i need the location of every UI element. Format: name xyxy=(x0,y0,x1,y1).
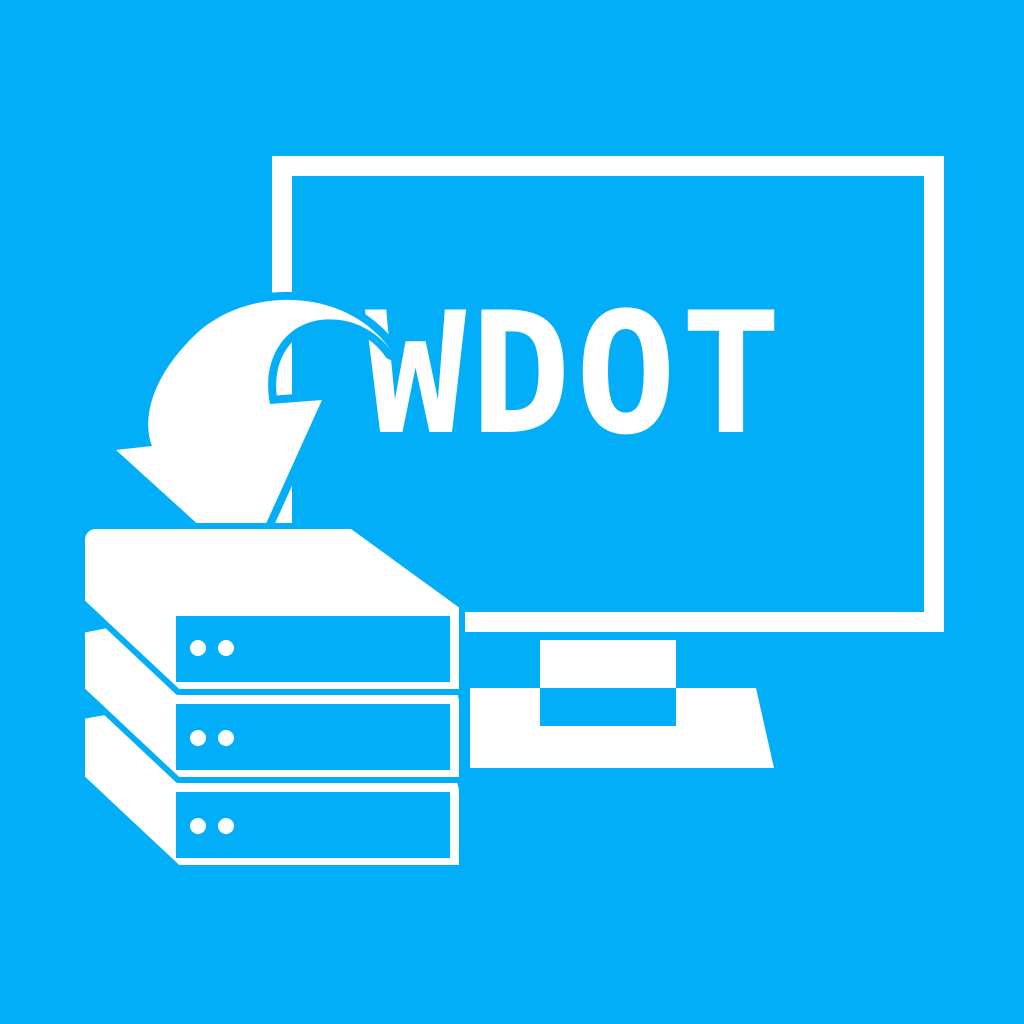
download-arrow-shape xyxy=(116,299,392,568)
monitor-stand xyxy=(470,640,774,768)
server-unit-middle-led-1 xyxy=(190,730,206,746)
server-unit-top-led-2 xyxy=(218,640,234,656)
server-unit-middle-led-2 xyxy=(218,730,234,746)
server-stack-icon xyxy=(79,523,465,871)
server-unit-bottom-led-1 xyxy=(190,818,206,834)
server-unit-top-led-1 xyxy=(190,640,206,656)
server-unit-bottom-panel xyxy=(176,792,450,858)
server-unit-top-panel xyxy=(176,616,450,682)
server-unit-bottom-led-2 xyxy=(218,818,234,834)
server-unit-top xyxy=(79,523,465,695)
server-unit-middle-panel xyxy=(176,704,450,770)
download-arrow-icon xyxy=(108,291,400,576)
monitor-icon: WDOT xyxy=(272,156,944,768)
screen-label: WDOT xyxy=(365,276,786,472)
